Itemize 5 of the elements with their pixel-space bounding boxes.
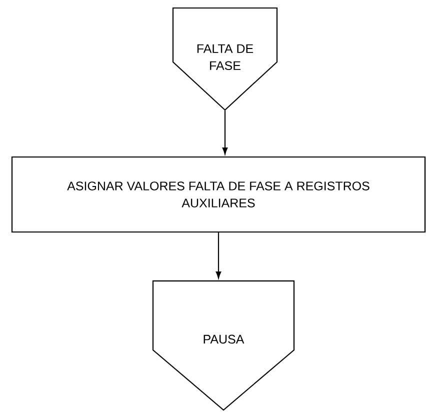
- off-page-connector: FALTA DE FASE: [172, 7, 278, 111]
- process-box: ASIGNAR VALORES FALTA DE FASE A REGISTROS AUXILIARES: [11, 156, 426, 233]
- arrow: [216, 232, 222, 278]
- off-page-connector: PAUSA: [152, 280, 295, 411]
- arrow: [222, 110, 228, 154]
